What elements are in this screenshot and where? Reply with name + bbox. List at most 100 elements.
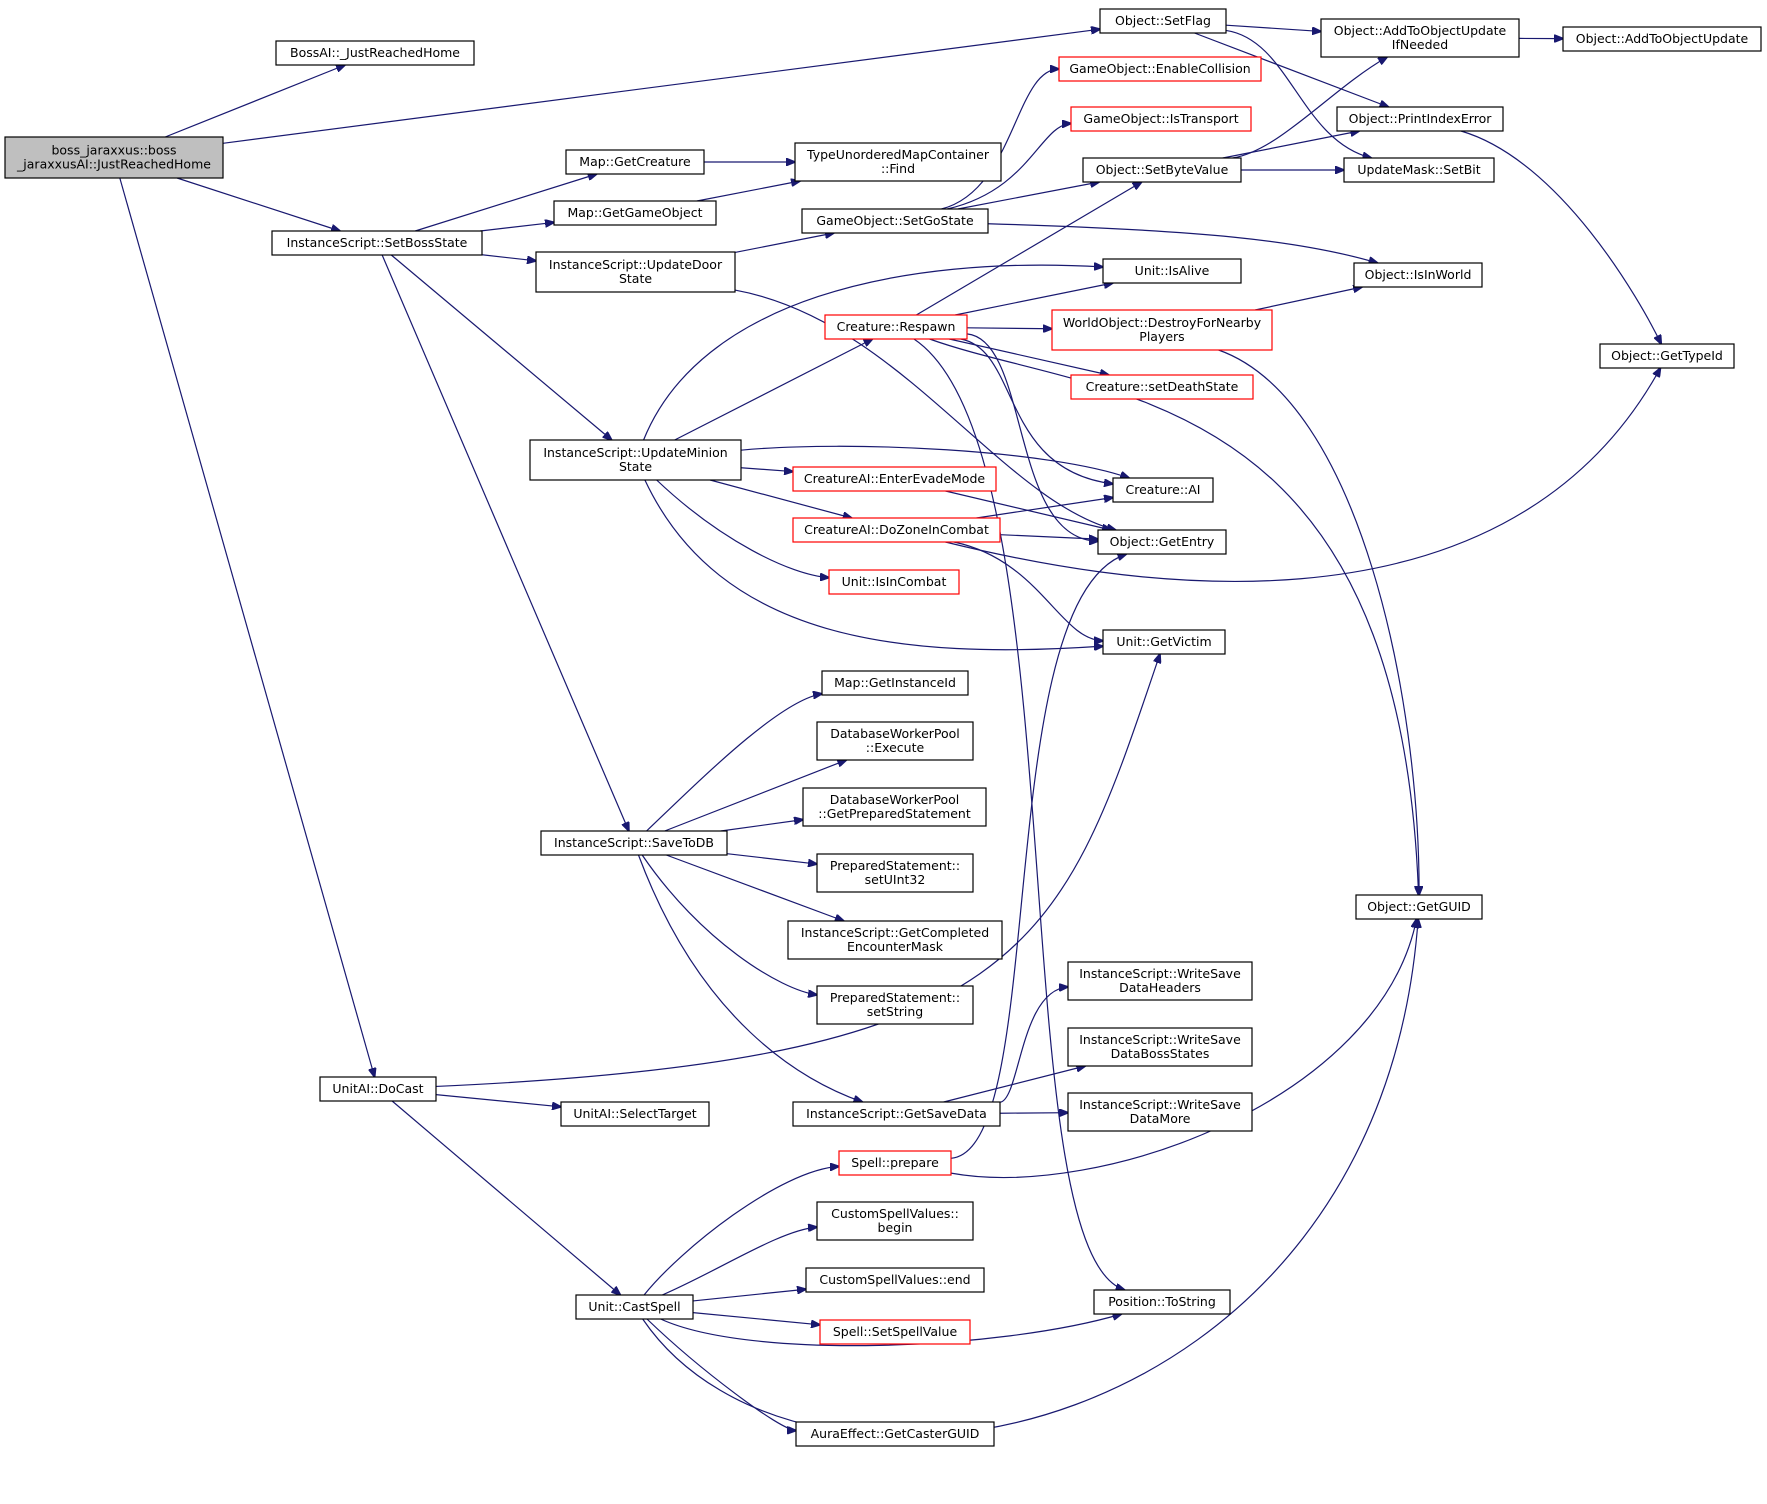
node-getcreature[interactable]: Map::GetCreature xyxy=(565,149,705,175)
node-setstring[interactable]: PreparedStatement::setString xyxy=(816,985,974,1025)
node-label-tostring: Position::ToString xyxy=(1108,1294,1216,1309)
edge-setgostate-to-enablecollision xyxy=(941,69,1059,210)
node-setgostate[interactable]: GameObject::SetGoState xyxy=(801,208,989,234)
node-label-writemore: InstanceScript::WriteSave xyxy=(1079,1097,1241,1112)
node-isincombat[interactable]: Unit::IsInCombat xyxy=(828,569,960,595)
node-respawn[interactable]: Creature::Respawn xyxy=(824,314,968,340)
node-box-getcasterguid xyxy=(795,1421,995,1447)
node-enablecollision[interactable]: GameObject::EnableCollision xyxy=(1058,56,1262,82)
node-box-printindexerror xyxy=(1336,106,1504,132)
edge-respawn-to-creatureai xyxy=(960,338,1113,484)
node-box-setgostate xyxy=(801,208,989,234)
edge-dozoneincombat-to-gettypeid xyxy=(945,368,1660,583)
edge-respawn-to-isalive xyxy=(955,283,1113,316)
edge-setgostate-to-setbytevalue xyxy=(957,182,1099,210)
node-selecttarget[interactable]: UnitAI::SelectTarget xyxy=(560,1101,710,1127)
node-box-getcreature xyxy=(565,149,705,175)
node-gettypeid[interactable]: Object::GetTypeId xyxy=(1599,343,1735,369)
node-addobjupd[interactable]: Object::AddToObjectUpdate xyxy=(1562,26,1762,52)
edge-castspell-to-prepare xyxy=(643,1166,839,1296)
node-getsavedata[interactable]: InstanceScript::GetSaveData xyxy=(792,1101,1001,1127)
node-label-getguid: Object::GetGUID xyxy=(1367,899,1471,914)
node-label-setuint32: setUInt32 xyxy=(865,872,926,887)
node-getgameobject[interactable]: Map::GetGameObject xyxy=(553,200,717,226)
node-dbexecute[interactable]: DatabaseWorkerPool::Execute xyxy=(816,721,974,761)
edge-castspell-to-getcasterguid xyxy=(646,1318,796,1431)
node-prepare[interactable]: Spell::prepare xyxy=(838,1150,952,1176)
node-setdeathstate[interactable]: Creature::setDeathState xyxy=(1070,374,1254,400)
node-enterevademode[interactable]: CreatureAI::EnterEvadeMode xyxy=(792,466,997,492)
node-isinworld[interactable]: Object::IsInWorld xyxy=(1353,262,1483,288)
node-creatureai[interactable]: Creature::AI xyxy=(1112,477,1214,503)
node-label-dbgetprepared: ::GetPreparedStatement xyxy=(818,806,971,821)
edge-setbossstate-to-updatedoorstate xyxy=(481,254,536,261)
node-dbgetprepared[interactable]: DatabaseWorkerPool::GetPreparedStatement xyxy=(802,787,987,827)
node-setspellvalue[interactable]: Spell::SetSpellValue xyxy=(819,1319,971,1345)
node-castspell[interactable]: Unit::CastSpell xyxy=(575,1294,694,1320)
edge-root-to-bossai xyxy=(164,65,345,138)
edge-root-to-docast xyxy=(119,177,375,1077)
node-box-dbexecute xyxy=(816,721,974,761)
node-label-setdeathstate: Creature::setDeathState xyxy=(1086,379,1239,394)
node-root[interactable]: boss_jaraxxus::boss_jaraxxusAI::JustReac… xyxy=(4,136,224,179)
node-getcasterguid[interactable]: AuraEffect::GetCasterGUID xyxy=(795,1421,995,1447)
node-label-getinstanceid: Map::GetInstanceId xyxy=(834,675,956,690)
edge-setflag-to-addobjupd_ifneeded xyxy=(1225,24,1321,31)
edge-dozoneincombat-to-getvictim xyxy=(953,541,1103,641)
node-docast[interactable]: UnitAI::DoCast xyxy=(319,1076,437,1102)
node-box-enablecollision xyxy=(1058,56,1262,82)
edge-updateminionstate-to-isalive xyxy=(643,265,1103,441)
node-label-writeheaders: DataHeaders xyxy=(1119,980,1201,995)
node-getvictim[interactable]: Unit::GetVictim xyxy=(1102,629,1226,655)
edge-getsavedata-to-writebossstates xyxy=(943,1066,1086,1103)
node-box-setdeathstate xyxy=(1070,374,1254,400)
node-setuint32[interactable]: PreparedStatement::setUInt32 xyxy=(816,853,974,893)
edge-savetodb-to-setuint32 xyxy=(726,853,817,864)
node-label-enablecollision: GameObject::EnableCollision xyxy=(1069,61,1250,76)
edge-setflag-to-printindexerror xyxy=(1194,32,1388,107)
node-setbit[interactable]: UpdateMask::SetBit xyxy=(1343,157,1495,183)
node-getentry[interactable]: Object::GetEntry xyxy=(1097,529,1227,555)
edge-respawn-to-tostring xyxy=(913,338,1125,1290)
node-label-root: _jaraxxusAI::JustReachedHome xyxy=(16,157,211,172)
node-setbossstate[interactable]: InstanceScript::SetBossState xyxy=(271,230,483,256)
node-getguid[interactable]: Object::GetGUID xyxy=(1355,894,1483,920)
node-csvend[interactable]: CustomSpellValues::end xyxy=(805,1267,985,1293)
node-bossai[interactable]: BossAI::_JustReachedHome xyxy=(275,40,475,66)
node-label-updateminionstate: State xyxy=(619,459,652,474)
node-getcompleted[interactable]: InstanceScript::GetCompletedEncounterMas… xyxy=(787,920,1003,960)
node-printindexerror[interactable]: Object::PrintIndexError xyxy=(1336,106,1504,132)
node-csvbegin[interactable]: CustomSpellValues::begin xyxy=(816,1201,974,1241)
node-box-tostring xyxy=(1093,1289,1231,1315)
node-box-castspell xyxy=(575,1294,694,1320)
edge-docast-to-selecttarget xyxy=(435,1094,561,1107)
node-savetodb[interactable]: InstanceScript::SaveToDB xyxy=(540,830,728,856)
node-setbytevalue[interactable]: Object::SetByteValue xyxy=(1082,157,1242,183)
node-box-setflag xyxy=(1099,8,1227,34)
node-dozoneincombat[interactable]: CreatureAI::DoZoneInCombat xyxy=(792,517,1001,543)
node-tostring[interactable]: Position::ToString xyxy=(1093,1289,1231,1315)
node-box-respawn xyxy=(824,314,968,340)
node-setflag[interactable]: Object::SetFlag xyxy=(1099,8,1227,34)
node-label-setbytevalue: Object::SetByteValue xyxy=(1096,162,1229,177)
node-label-dbgetprepared: DatabaseWorkerPool xyxy=(830,792,960,807)
edge-castspell-to-csvend xyxy=(692,1289,806,1302)
node-getinstanceid[interactable]: Map::GetInstanceId xyxy=(821,670,969,696)
node-find[interactable]: TypeUnorderedMapContainer::Find xyxy=(794,142,1002,182)
node-isalive[interactable]: Unit::IsAlive xyxy=(1102,258,1242,284)
edge-updatedoorstate-to-setgostate xyxy=(734,233,834,254)
edge-respawn-to-getentry xyxy=(966,333,1098,541)
edge-updateminionstate-to-dozoneincombat xyxy=(709,479,852,518)
node-box-setspellvalue xyxy=(819,1319,971,1345)
node-box-creatureai xyxy=(1112,477,1214,503)
node-box-prepare xyxy=(838,1150,952,1176)
node-istransport[interactable]: GameObject::IsTransport xyxy=(1070,106,1252,132)
